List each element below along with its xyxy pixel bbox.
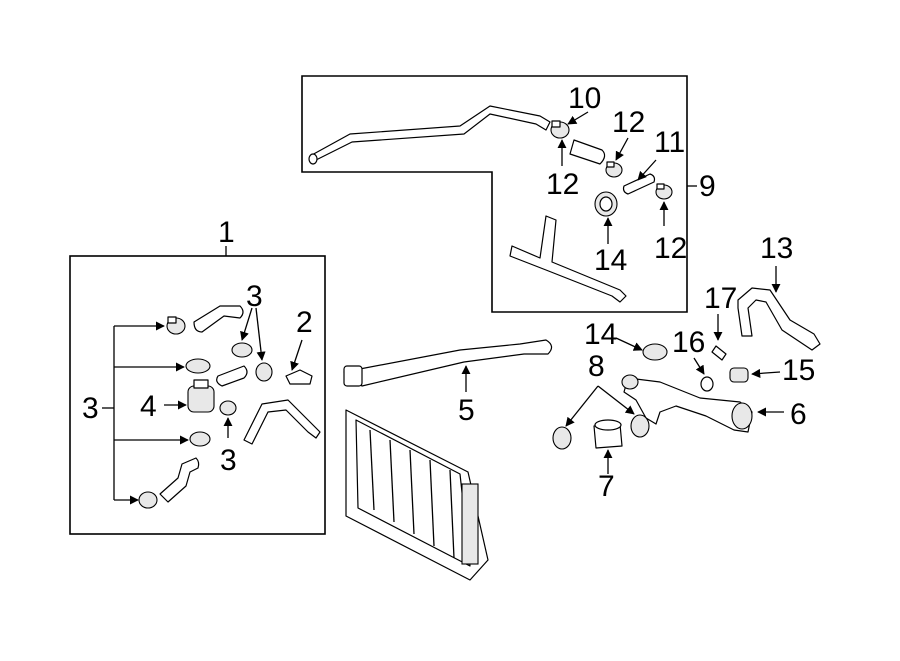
- callout-13: 13: [760, 232, 793, 265]
- seal-16: [700, 376, 714, 392]
- seal-14-upper: [594, 191, 618, 217]
- leader-14-lower: [615, 337, 643, 351]
- coolant-pipe-5: [343, 339, 553, 387]
- hose-13: [737, 287, 821, 351]
- hose-10: [569, 139, 606, 165]
- clamp-3-low: [219, 400, 237, 416]
- clamp-3-lower: [189, 431, 211, 447]
- leader-8-a: [565, 385, 599, 427]
- sensor-15: [729, 367, 749, 383]
- callout-16: 16: [672, 326, 705, 359]
- clamp-10: [550, 120, 570, 139]
- clamp-8-right: [630, 414, 650, 438]
- upper-coolant-pipe: [308, 105, 551, 165]
- clamp-12-left: [605, 161, 623, 178]
- hose-17: [711, 345, 727, 361]
- callout-9: 9: [699, 170, 716, 203]
- callout-12-left: 12: [546, 168, 579, 201]
- callout-3-pair: 3: [246, 280, 263, 313]
- clamp-3-mid: [185, 358, 211, 374]
- clamp-12-right: [655, 183, 673, 200]
- fitting-2: [285, 369, 313, 385]
- leader-8-b: [597, 385, 635, 415]
- hose-lower-box1: [159, 457, 200, 503]
- tube-11: [622, 173, 656, 195]
- callout-4: 4: [140, 390, 157, 423]
- callout-15: 15: [782, 354, 815, 387]
- callout-6: 6: [790, 398, 807, 431]
- callout-5: 5: [458, 394, 475, 427]
- callout-3-low: 3: [220, 444, 237, 477]
- callout-14-upper: 14: [594, 244, 627, 277]
- water-outlet-6: [621, 374, 753, 433]
- leader-11: [637, 159, 657, 181]
- callout-8: 8: [588, 350, 605, 383]
- clamp-3-top: [166, 316, 186, 335]
- hose-7: [593, 419, 623, 449]
- callout-17: 17: [704, 282, 737, 315]
- hose-short-box1: [216, 365, 248, 387]
- leader-3-pair-b: [255, 307, 266, 361]
- callout-2: 2: [296, 306, 313, 339]
- callout-1: 1: [218, 216, 235, 249]
- leader-3-pair-a: [240, 307, 253, 341]
- callout-7: 7: [598, 470, 615, 503]
- clamp-3-bottom: [138, 491, 158, 509]
- leader-15: [751, 368, 781, 378]
- group-box-1: [69, 255, 326, 535]
- callout-12-upper: 12: [612, 106, 645, 139]
- radiator: [345, 409, 489, 581]
- reservoir-4: [187, 379, 215, 413]
- callout-12-right: 12: [654, 232, 687, 265]
- leader-2: [290, 339, 303, 371]
- lower-coolant-pipe: [509, 215, 627, 303]
- clamp-8-left: [552, 426, 572, 450]
- clamp-3-pair: [231, 342, 273, 382]
- callout-3-bracket: 3: [82, 392, 99, 425]
- hose-upper-box1: [193, 305, 244, 333]
- leader-16: [693, 357, 705, 375]
- leader-3-bracket: [102, 321, 189, 505]
- leader-10: [567, 111, 589, 125]
- group-box-9: [301, 75, 688, 313]
- callout-14-lower: 14: [584, 318, 617, 351]
- callout-10: 10: [568, 82, 601, 115]
- callout-11: 11: [654, 126, 685, 159]
- hose-large-box1: [243, 399, 321, 445]
- cap-14-lower: [642, 343, 668, 361]
- leader-12-upper: [615, 137, 629, 161]
